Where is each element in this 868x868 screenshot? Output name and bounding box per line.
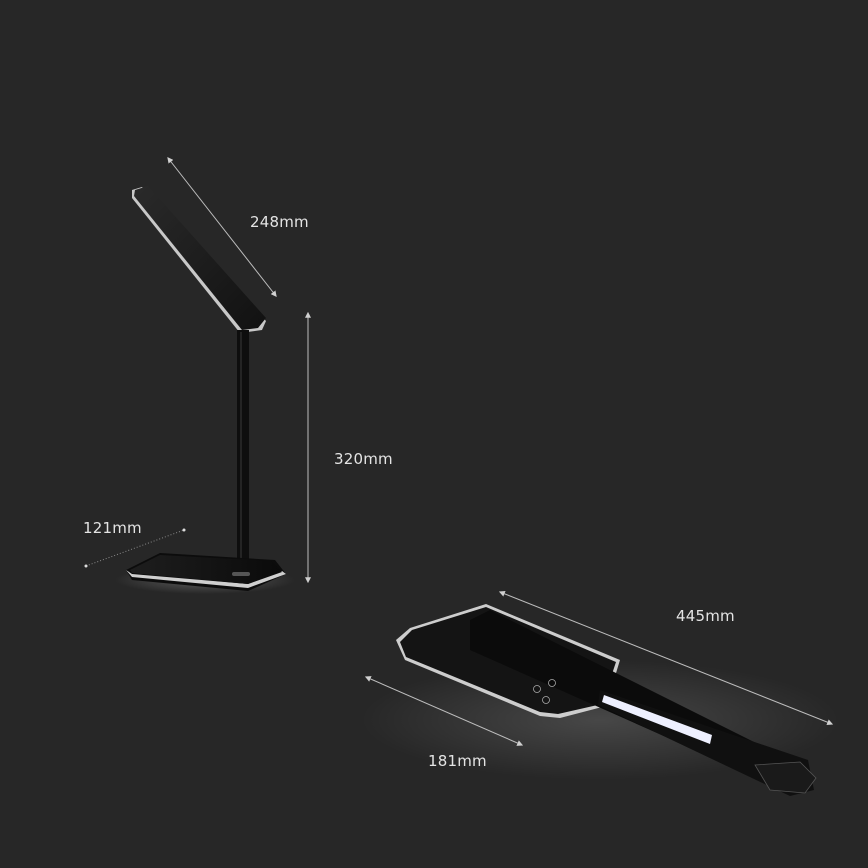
lamp-pole [237, 330, 249, 570]
dimension-label-base-depth: 121mm [83, 519, 142, 537]
dimension-line-181 [364, 676, 524, 746]
dimension-line-445 [498, 590, 834, 726]
dimension-label-base-width: 181mm [428, 752, 487, 770]
dimension-label-head-length: 248mm [250, 213, 309, 231]
lamp-head [132, 186, 266, 333]
dimension-label-height: 320mm [334, 450, 393, 468]
dimension-line-121 [85, 529, 185, 567]
lamp-base [115, 553, 295, 594]
dimension-label-folded-length: 445mm [676, 607, 735, 625]
dimension-line-248 [167, 157, 277, 297]
upright-lamp [115, 186, 295, 594]
